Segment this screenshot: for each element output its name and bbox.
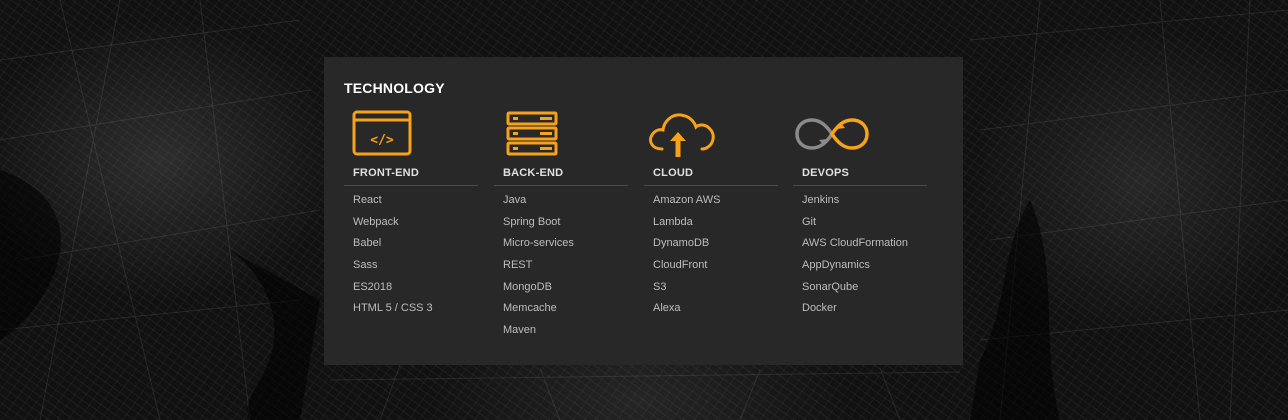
- list-item: Spring Boot: [503, 215, 561, 228]
- list-item: Micro-services: [503, 237, 574, 250]
- list-item: ES2018: [353, 280, 393, 293]
- list-item: Jenkins: [802, 194, 840, 206]
- column-heading: DEVOPS: [793, 167, 927, 186]
- list-item: CloudFront: [653, 259, 708, 272]
- tech-list: React Webpack Babel Sass ES2018 HTML 5 /…: [344, 194, 478, 324]
- tech-list: Amazon AWS Lambda DynamoDB CloudFront S3…: [644, 194, 778, 324]
- list-item: HTML 5 / CSS 3: [353, 302, 433, 315]
- column-cloud: CLOUD Amazon AWS Lambda DynamoDB CloudFr…: [644, 109, 778, 324]
- list-item: Lambda: [653, 215, 693, 228]
- technology-panel: TECHNOLOGY </> FRONT-END React Webpack B…: [324, 57, 963, 365]
- tech-list: Jenkins Git AWS CloudFormation AppDynami…: [793, 194, 927, 324]
- list-item: REST: [503, 259, 533, 272]
- section-title: TECHNOLOGY: [344, 80, 445, 96]
- list-item: Maven: [503, 324, 537, 337]
- list-item: DynamoDB: [653, 237, 710, 250]
- list-item: MongoDB: [503, 280, 552, 293]
- column-heading: FRONT-END: [344, 167, 478, 186]
- list-item: Sass: [353, 259, 378, 272]
- list-item: Memcache: [503, 302, 557, 315]
- column-heading: BACK-END: [494, 167, 628, 186]
- column-back-end: BACK-END Java Spring Boot Micro-services…: [494, 109, 628, 346]
- list-item: AWS CloudFormation: [802, 237, 908, 250]
- list-item: Git: [802, 215, 817, 228]
- column-front-end: </> FRONT-END React Webpack Babel Sass E…: [344, 109, 478, 324]
- list-item: Babel: [353, 237, 382, 250]
- browser-code-icon: </>: [352, 110, 412, 156]
- column-devops: DEVOPS Jenkins Git AWS CloudFormation Ap…: [793, 109, 927, 324]
- svg-text:</>: </>: [370, 133, 394, 148]
- cloud-upload-icon: [648, 113, 715, 157]
- list-item: Docker: [802, 302, 837, 315]
- list-item: React: [353, 194, 382, 206]
- tech-list: Java Spring Boot Micro-services REST Mon…: [494, 194, 628, 346]
- server-rack-icon: [506, 111, 558, 156]
- list-item: Amazon AWS: [653, 194, 721, 206]
- list-item: Java: [503, 194, 527, 206]
- list-item: SonarQube: [802, 280, 859, 293]
- list-item: S3: [653, 280, 667, 293]
- list-item: Alexa: [653, 302, 681, 315]
- list-item: Webpack: [353, 215, 399, 228]
- infinity-loop-icon: [795, 118, 869, 150]
- list-item: AppDynamics: [802, 259, 870, 272]
- column-heading: CLOUD: [644, 167, 778, 186]
